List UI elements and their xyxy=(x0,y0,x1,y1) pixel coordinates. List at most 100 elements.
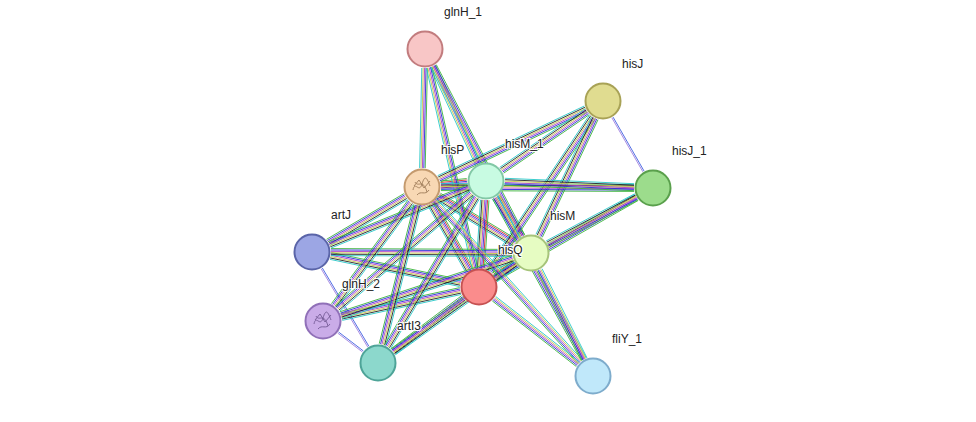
evidence-line xyxy=(476,200,480,268)
node-disc xyxy=(306,304,341,339)
protein-label: hisJ_1 xyxy=(672,144,707,158)
protein-node: hisJ_1 xyxy=(634,169,672,207)
protein-label: hisM xyxy=(550,209,575,223)
evidence-line xyxy=(540,118,596,236)
evidence-line xyxy=(338,333,363,352)
evidence-line xyxy=(537,117,593,235)
protein-node: hisP xyxy=(403,168,441,206)
interaction-edge xyxy=(537,269,587,361)
node-circle xyxy=(359,344,397,382)
evidence-line xyxy=(394,265,516,353)
evidence-line xyxy=(541,269,586,358)
node-circle xyxy=(406,30,444,68)
node-circle xyxy=(304,302,342,340)
node-circle xyxy=(403,168,441,206)
node-disc xyxy=(408,32,443,67)
interaction-edge xyxy=(420,68,428,168)
node-disc xyxy=(462,270,497,305)
evidence-line xyxy=(391,296,462,349)
interaction-edge xyxy=(391,296,466,355)
evidence-line xyxy=(488,116,591,270)
evidence-line xyxy=(542,269,587,358)
evidence-line xyxy=(538,271,583,360)
evidence-line xyxy=(547,196,635,243)
interaction-edge xyxy=(433,199,583,364)
evidence-line xyxy=(494,299,578,365)
evidence-line xyxy=(341,258,513,314)
protein-label: hisM_1 xyxy=(505,137,544,151)
protein-node: hisQ xyxy=(460,268,498,306)
evidence-line xyxy=(549,199,637,246)
interaction-edge xyxy=(612,117,644,172)
evidence-line xyxy=(395,266,517,354)
evidence-line xyxy=(342,261,514,317)
structure-image xyxy=(314,312,331,329)
evidence-line xyxy=(500,109,586,168)
protein-node: glnH_1 xyxy=(406,30,444,68)
evidence-line xyxy=(541,119,597,237)
evidence-line xyxy=(505,178,634,183)
protein-node: artJ xyxy=(293,233,331,271)
evidence-line xyxy=(539,118,595,236)
node-circle xyxy=(467,162,505,200)
evidence-line xyxy=(420,68,422,168)
interaction-edge xyxy=(487,115,596,273)
protein-node: hisM_1 xyxy=(467,162,505,200)
evidence-line xyxy=(537,271,582,360)
protein-label: hisQ xyxy=(498,243,523,257)
evidence-line xyxy=(434,202,580,363)
evidence-line xyxy=(540,270,585,359)
evidence-line xyxy=(495,298,579,364)
evidence-line xyxy=(490,117,593,271)
node-circle xyxy=(293,233,331,271)
interaction-edge xyxy=(338,332,364,352)
evidence-line xyxy=(391,261,513,349)
evidence-line xyxy=(329,198,406,244)
evidence-line xyxy=(549,200,637,247)
evidence-line xyxy=(331,248,512,250)
evidence-line xyxy=(331,249,512,251)
node-disc xyxy=(576,359,611,394)
evidence-line xyxy=(548,198,636,245)
evidence-line xyxy=(342,262,514,318)
protein-label: glnH_2 xyxy=(342,277,380,291)
evidence-line xyxy=(495,198,584,360)
evidence-line xyxy=(613,117,644,171)
node-disc xyxy=(636,171,671,206)
evidence-line xyxy=(494,198,583,360)
evidence-line xyxy=(496,296,580,362)
interaction-edge xyxy=(546,194,638,247)
node-disc xyxy=(361,346,396,381)
evidence-line xyxy=(497,200,638,280)
node-disc xyxy=(469,164,504,199)
interaction-edge xyxy=(438,106,588,182)
interaction-edge xyxy=(492,296,579,366)
evidence-line xyxy=(536,117,592,235)
node-circle xyxy=(634,169,672,207)
node-circle xyxy=(460,268,498,306)
node-disc xyxy=(586,84,621,119)
protein-label: artJ xyxy=(331,208,351,222)
protein-node: glnH_2 xyxy=(304,302,342,340)
structure-image xyxy=(413,178,430,195)
protein-label: glnH_1 xyxy=(444,5,482,19)
node-disc xyxy=(405,170,440,205)
protein-label: artI3 xyxy=(397,319,421,333)
evidence-line xyxy=(330,200,407,246)
evidence-line xyxy=(489,116,592,270)
protein-node: fliY_1 xyxy=(574,357,612,395)
evidence-line xyxy=(433,203,579,364)
interaction-edge xyxy=(379,205,421,346)
protein-label: hisP xyxy=(441,143,464,157)
evidence-line xyxy=(395,267,517,355)
evidence-line xyxy=(546,194,634,241)
evidence-line xyxy=(491,118,594,272)
evidence-line xyxy=(612,118,643,172)
evidence-line xyxy=(339,332,364,351)
node-disc xyxy=(295,235,330,270)
evidence-line xyxy=(547,195,635,242)
protein-node: hisJ xyxy=(584,82,622,120)
protein-label: hisJ xyxy=(622,57,643,71)
